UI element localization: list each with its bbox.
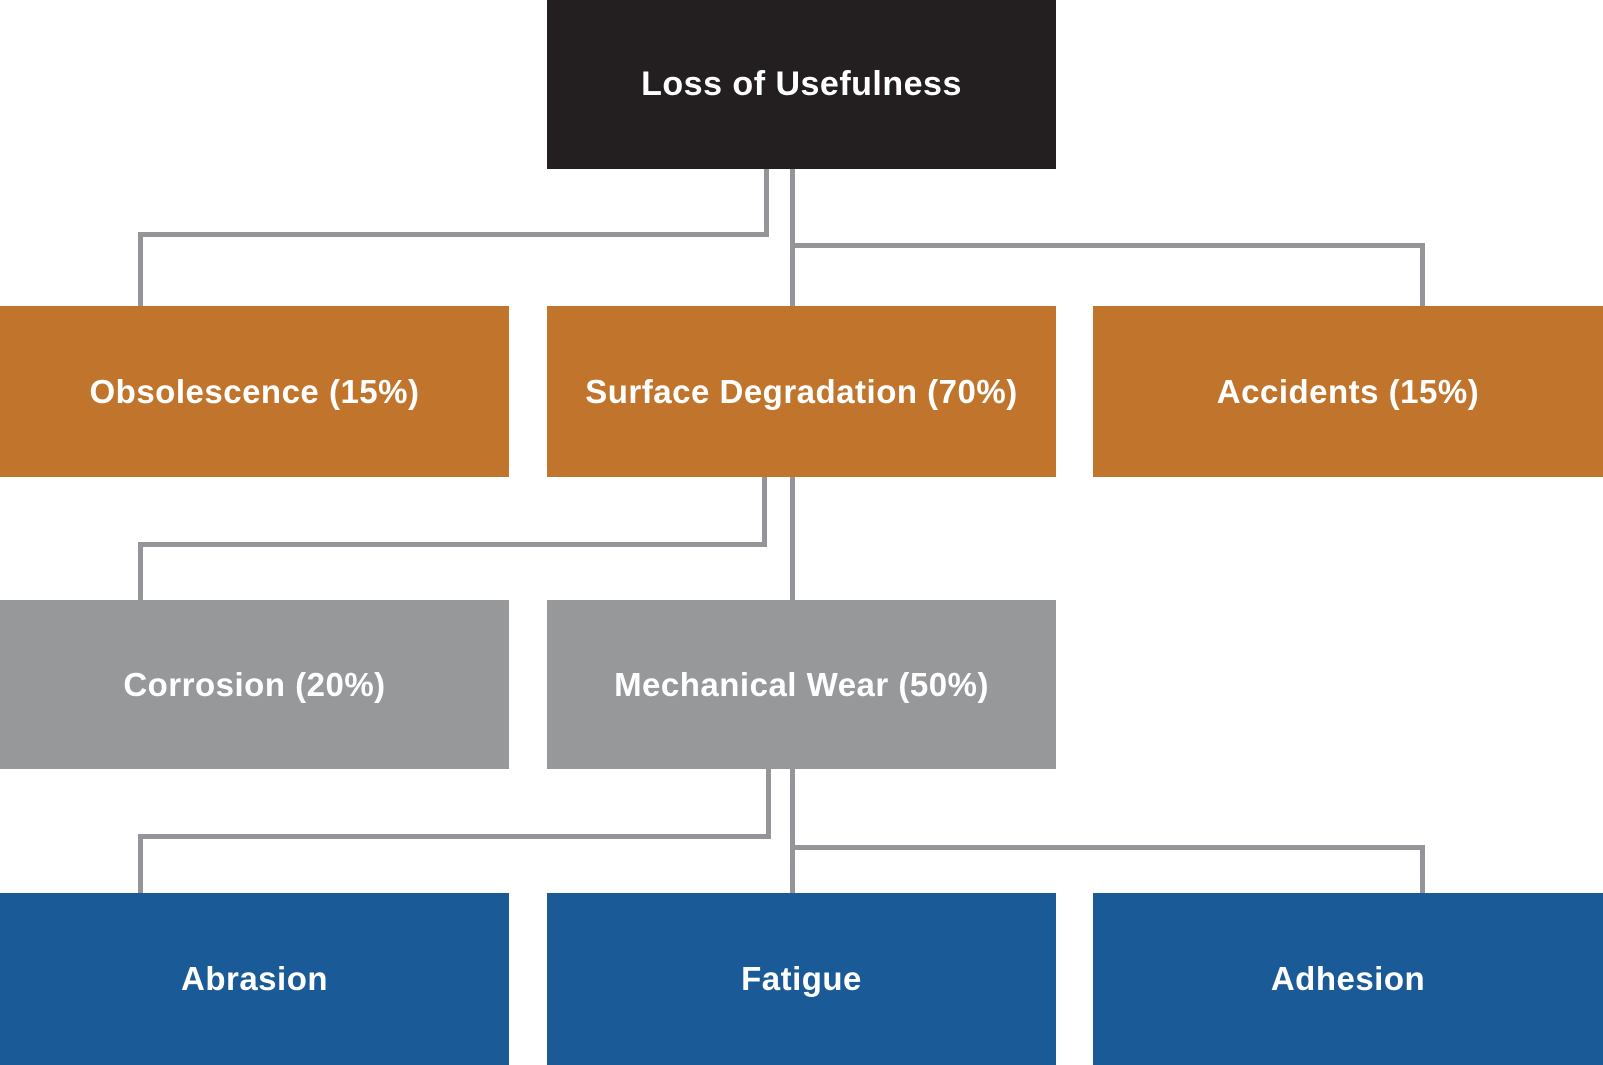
connector-surface-to-corrosion-horizontal [138, 542, 767, 547]
connector-wear-to-abrasion-drop [138, 834, 143, 893]
node-surface-degradation-label: Surface Degradation (70%) [585, 372, 1018, 410]
connector-root-to-surface-degradation [790, 169, 795, 306]
connector-root-to-obsolescence-vertical [764, 169, 769, 237]
connector-root-to-obsolescence-horizontal [138, 232, 769, 237]
connector-root-to-accidents-drop [1420, 243, 1425, 306]
node-abrasion: Abrasion [0, 893, 509, 1065]
connector-root-to-obsolescence-drop [138, 232, 143, 306]
node-adhesion-label: Adhesion [1270, 960, 1426, 997]
node-corrosion-label: Corrosion (20%) [123, 665, 386, 703]
connector-wear-to-fatigue [790, 769, 795, 893]
node-accidents-label: Accidents (15%) [1216, 372, 1480, 410]
node-obsolescence: Obsolescence (15%) [0, 306, 509, 477]
connector-surface-to-corrosion-vertical [762, 477, 767, 547]
node-loss-of-usefulness-label: Loss of Usefulness [641, 65, 962, 103]
node-corrosion: Corrosion (20%) [0, 600, 509, 769]
connector-wear-to-abrasion-horizontal [138, 834, 771, 839]
node-fatigue: Fatigue [547, 893, 1056, 1065]
node-mechanical-wear: Mechanical Wear (50%) [547, 600, 1056, 769]
connector-surface-to-mechanical-wear [790, 477, 795, 600]
node-obsolescence-label: Obsolescence (15%) [89, 372, 420, 410]
node-fatigue-label: Fatigue [741, 960, 862, 997]
node-adhesion: Adhesion [1093, 893, 1603, 1065]
node-accidents: Accidents (15%) [1093, 306, 1603, 477]
node-surface-degradation: Surface Degradation (70%) [547, 306, 1056, 477]
connector-wear-to-adhesion-drop [1420, 845, 1425, 893]
node-abrasion-label: Abrasion [180, 960, 329, 997]
connector-root-to-accidents-horizontal [790, 243, 1425, 248]
node-mechanical-wear-label: Mechanical Wear (50%) [614, 665, 989, 703]
node-loss-of-usefulness: Loss of Usefulness [547, 0, 1056, 169]
connector-wear-to-abrasion-vertical [766, 769, 771, 839]
connector-surface-to-corrosion-drop [138, 542, 143, 600]
connector-wear-to-adhesion-horizontal [790, 845, 1425, 850]
